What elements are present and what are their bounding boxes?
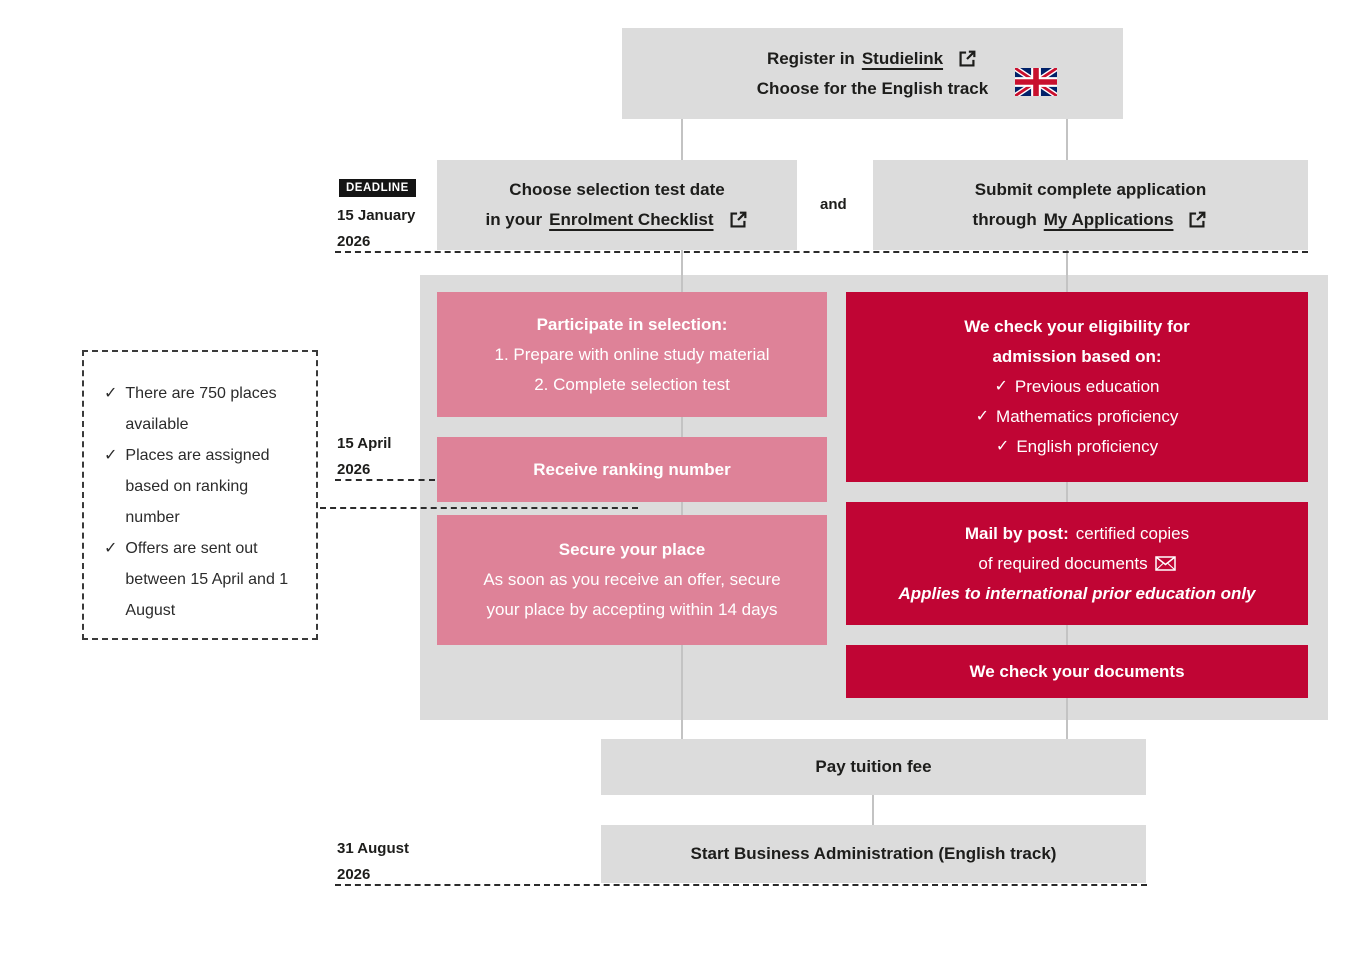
info-item-text: Places are assigned based on ranking num… [125,447,270,526]
april-date-line2: 2026 [337,461,371,478]
mail-title: Mail by post: [964,523,1069,543]
august-date-line1: 31 August [337,840,409,857]
eligibility-item: English proficiency [1016,437,1159,456]
deadline-badge: DEADLINE [339,179,416,197]
list-item: ✓ Places are assigned based on ranking n… [104,440,316,533]
deadline-date: 15 January 2026 [337,203,415,255]
participate-selection-box: Participate in selection: 1. Prepare wit… [437,292,827,417]
info-box-dashed-connector [320,507,638,509]
april-date: 15 April 2026 [337,431,391,483]
checkmark-icon: ✓ [994,378,1008,395]
ranking-title: Receive ranking number [533,459,731,479]
deadline-date-line1: 15 January [337,207,416,224]
august-date-line2: 2026 [337,866,371,883]
info-item-text: There are 750 places available [125,385,277,433]
external-link-icon[interactable] [956,48,978,70]
choose-test-date-box: Choose selection test date in your Enrol… [437,160,797,250]
secure-line2: your place by accepting within 14 days [486,600,778,619]
secure-place-box: Secure your place As soon as you receive… [437,515,827,645]
register-studielink-box: Register in Studielink Choose for the En… [622,28,1123,119]
secure-title: Secure your place [558,540,706,559]
and-label: and [820,196,847,213]
eligibility-item: Previous education [1014,377,1160,396]
uk-flag-icon [1015,68,1057,96]
list-item: ✓ Offers are sent out between 15 April a… [104,533,316,626]
pay-tuition-box: Pay tuition fee [601,739,1146,795]
start-programme-box: Start Business Administration (English t… [601,825,1146,883]
august-date: 31 August 2026 [337,836,409,888]
august-dashed-line [335,884,1147,886]
deadline-date-line2: 2026 [337,233,371,250]
check-documents-box: We check your documents [846,645,1308,698]
mail-line2: of required documents [978,553,1148,573]
ranking-number-box: Receive ranking number [437,437,827,502]
checkmark-icon: ✓ [104,540,118,557]
my-applications-link[interactable]: My Applications [1043,210,1174,229]
eligibility-check-box: We check your eligibility for admission … [846,292,1308,482]
check-documents-title: We check your documents [969,661,1185,681]
places-info-box: ✓ There are 750 places available ✓ Place… [82,350,318,640]
checkmark-icon: ✓ [104,447,118,464]
mail-by-post-box: Mail by post: certified copies of requir… [846,502,1308,625]
envelope-icon [1154,556,1176,571]
secure-line1: As soon as you receive an offer, secure [483,570,781,589]
participate-item2: 2. Complete selection test [534,374,730,394]
april-date-line1: 15 April [337,435,392,452]
start-programme-label: Start Business Administration (English t… [690,844,1057,863]
eligibility-title1: We check your eligibility for [964,317,1190,336]
submit-line1: Submit complete application [974,180,1207,199]
choose-test-prefix: in your [485,210,543,229]
choose-test-line1: Choose selection test date [509,180,725,199]
eligibility-title2: admission based on: [992,347,1162,366]
list-item: ✓ There are 750 places available [104,378,316,440]
submit-application-box: Submit complete application through My A… [873,160,1308,250]
mail-note: Applies to international prior education… [898,583,1256,603]
mail-line1-rest: certified copies [1075,523,1190,543]
connector-line-left [681,119,683,739]
submit-prefix: through [972,210,1037,229]
checkmark-icon: ✓ [975,408,990,425]
info-item-text: Offers are sent out between 15 April and… [125,540,289,619]
external-link-icon[interactable] [1186,209,1208,231]
pay-tuition-label: Pay tuition fee [815,757,932,776]
register-prefix: Register in [766,48,855,68]
external-link-icon[interactable] [727,209,749,231]
english-track-label: Choose for the English track [756,78,989,98]
deadline-dashed-line [335,251,1308,253]
april-dashed-line [335,479,435,481]
eligibility-item: Mathematics proficiency [996,407,1179,426]
checkmark-icon: ✓ [995,438,1010,455]
studielink-link[interactable]: Studielink [861,48,944,68]
participate-title: Participate in selection: [536,314,728,334]
participate-item1: 1. Prepare with online study material [494,344,770,364]
enrolment-checklist-link[interactable]: Enrolment Checklist [549,210,714,229]
checkmark-icon: ✓ [104,385,118,402]
connector-line-center [872,794,874,825]
